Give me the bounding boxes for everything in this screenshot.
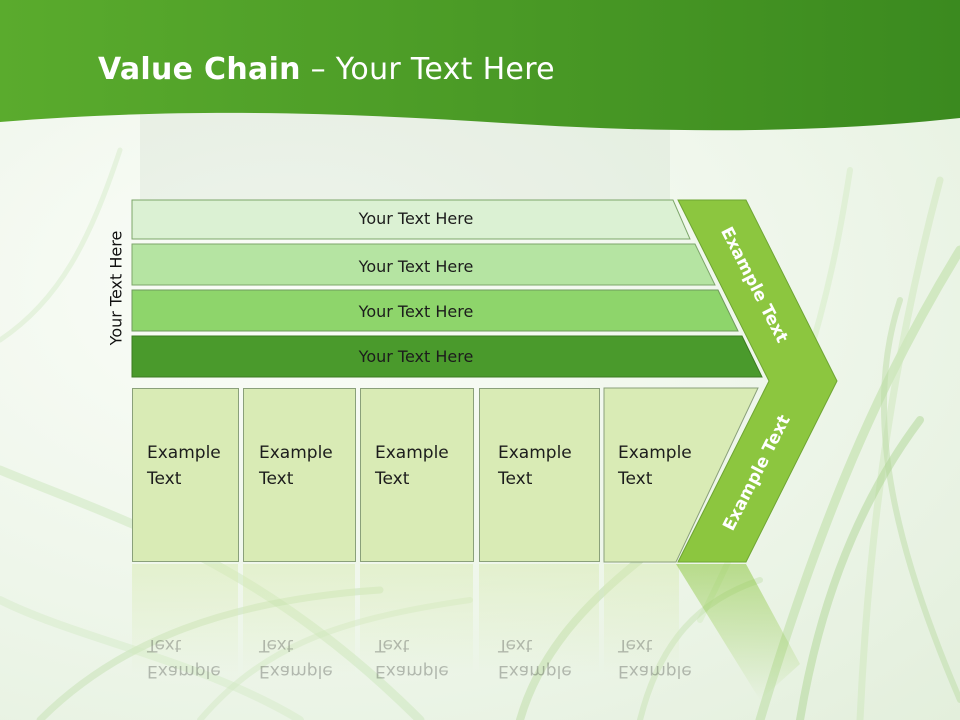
- box-1: [132, 388, 239, 562]
- box-2: [243, 388, 356, 562]
- box-3: [360, 388, 474, 562]
- row-bar-1: [131, 199, 691, 240]
- row-label-3: Your Text Here: [358, 302, 474, 321]
- chevron-arrow: [677, 199, 838, 563]
- row-bar-3: [131, 289, 739, 332]
- row-label-1: Your Text Here: [358, 209, 474, 228]
- row-bar-2: [131, 243, 716, 286]
- row-label-2: Your Text Here: [358, 257, 474, 276]
- row-bar-4: [131, 335, 763, 378]
- page-title: Value Chain – Your Text Here: [98, 52, 555, 87]
- box-4: [479, 388, 600, 562]
- row-label-4: Your Text Here: [358, 347, 474, 366]
- box-5-shape: [603, 387, 759, 563]
- header-band: [0, 0, 960, 131]
